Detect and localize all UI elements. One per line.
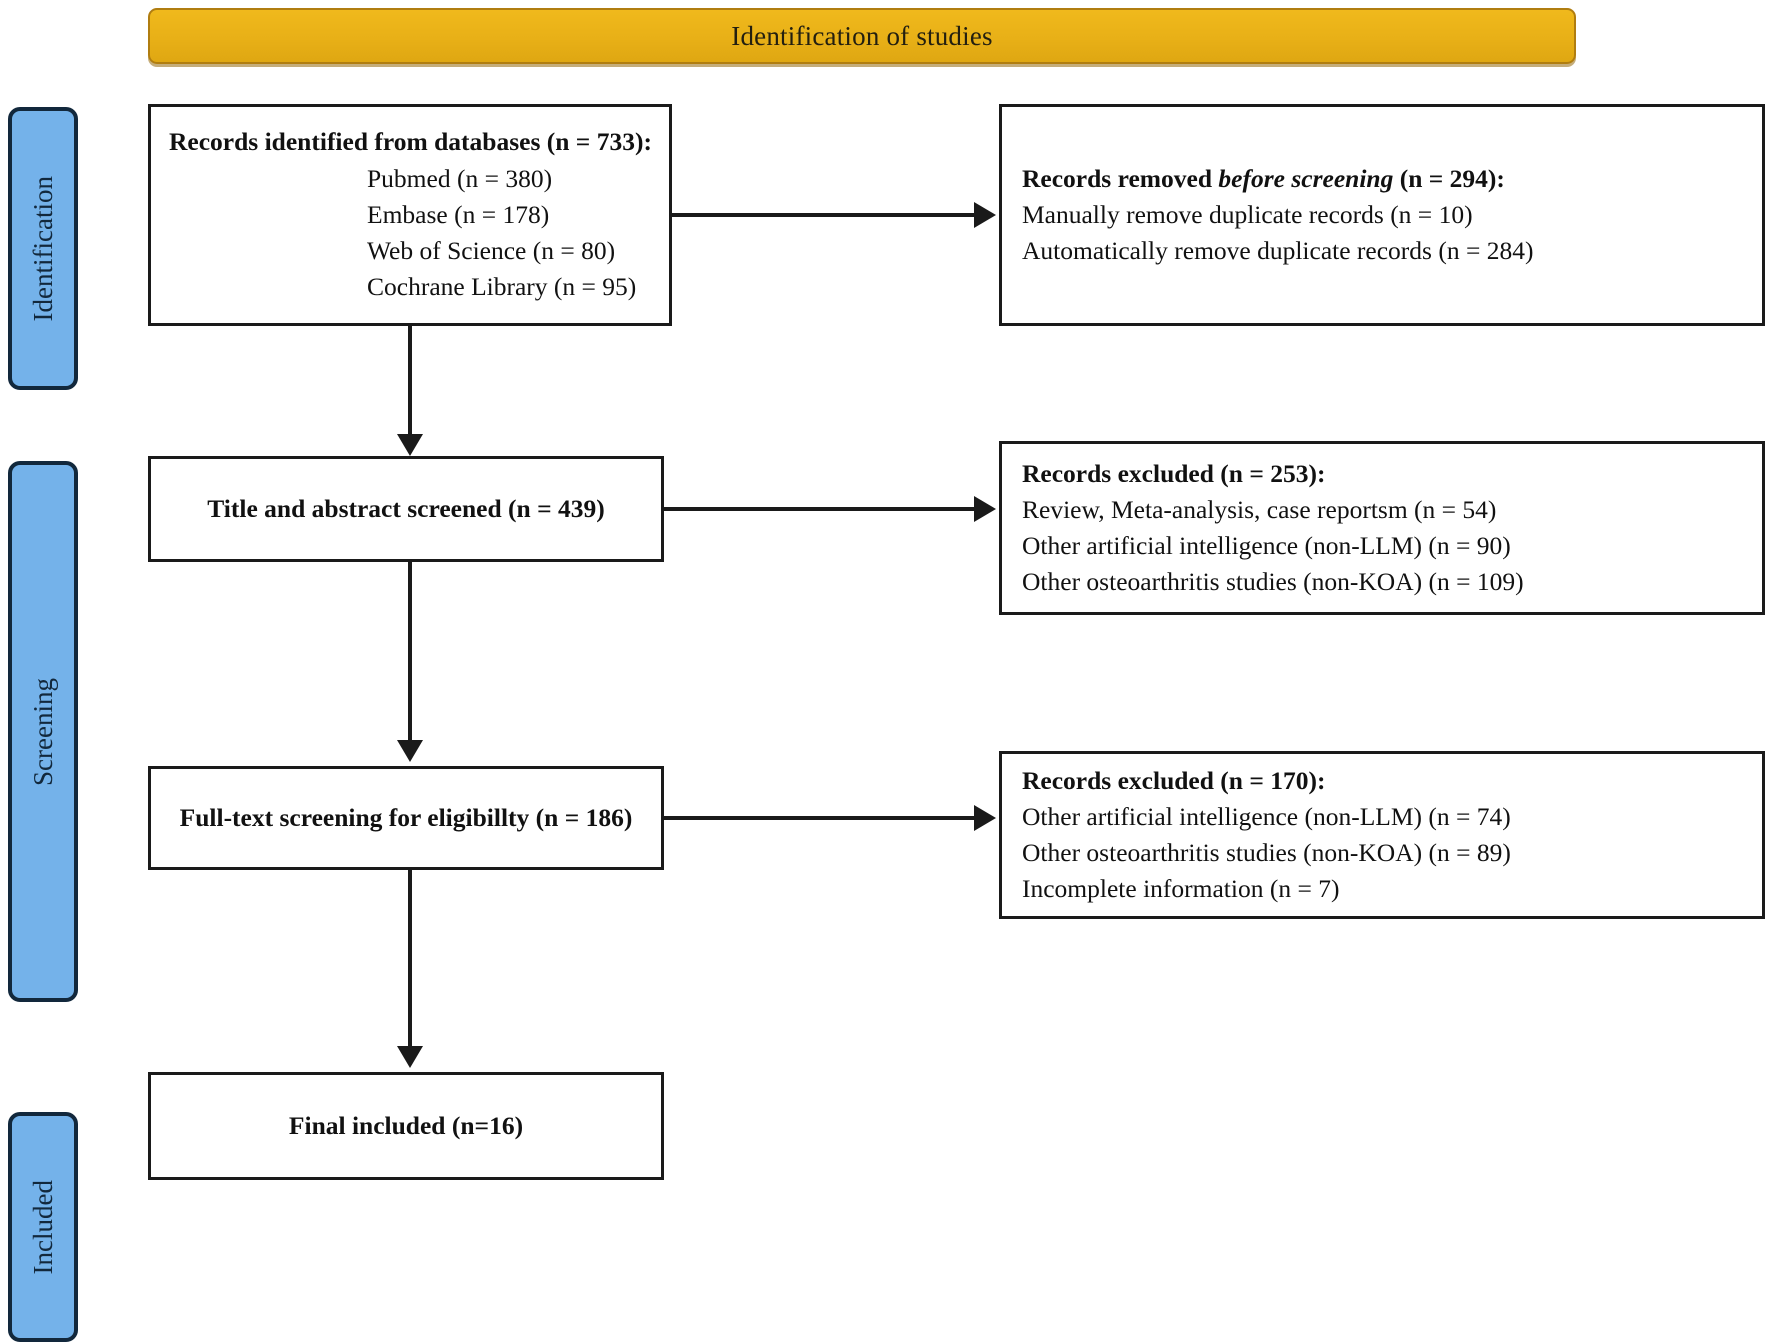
- box-records-excluded-fulltext: Records excluded (n = 170): Other artifi…: [999, 751, 1765, 919]
- box-records-identified-item-web-of-science: Web of Science (n = 80): [367, 236, 616, 266]
- box-records-identified-heading: Records identified from databases (n = 7…: [169, 127, 652, 157]
- box-records-removed-before-screening: Records removed before screening (n = 29…: [999, 104, 1765, 326]
- box-final-included-heading: Final included (n=16): [288, 1110, 524, 1140]
- arrowhead-right-to-excluded-fulltext: [974, 805, 996, 831]
- connector-identified-to-removed: [672, 213, 974, 217]
- stage-label-included: Included: [8, 1112, 78, 1342]
- stage-label-identification-text: Identification: [27, 175, 58, 322]
- box-records-excluded-screening-item-other-ai: Other artificial intelligence (non-LLM) …: [1022, 531, 1511, 560]
- box-records-excluded-screening-heading: Records excluded (n = 253):: [1022, 458, 1326, 488]
- stage-label-screening: Screening: [8, 461, 78, 1002]
- page-title: Identification of studies: [731, 20, 993, 51]
- arrowhead-right-to-excluded-screening: [974, 496, 996, 522]
- box-records-excluded-fulltext-item-incomplete: Incomplete information (n = 7): [1022, 874, 1340, 904]
- connector-title-abstract-to-excluded-screening: [664, 507, 974, 511]
- box-records-removed-heading: Records removed before screening (n = 29…: [1022, 161, 1762, 197]
- box-fulltext-screening-heading: Full-text screening for eligibillty (n =…: [179, 802, 633, 832]
- arrowhead-down-to-title-abstract: [397, 434, 423, 456]
- box-records-excluded-fulltext-item-other-oa: Other osteoarthritis studies (non-KOA) (…: [1022, 838, 1511, 867]
- box-title-abstract-screened: Title and abstract screened (n = 439): [148, 456, 664, 562]
- box-records-identified-item-embase: Embase (n = 178): [367, 199, 550, 229]
- box-records-removed-item-automatic: Automatically remove duplicate records (…: [1022, 236, 1534, 266]
- stage-label-screening-text: Screening: [27, 677, 58, 786]
- box-records-excluded-screening-item-other-oa: Other osteoarthritis studies (non-KOA) (…: [1022, 567, 1524, 597]
- title-banner: Identification of studies: [148, 8, 1576, 64]
- box-records-excluded-fulltext-heading: Records excluded (n = 170):: [1022, 765, 1326, 795]
- box-records-identified: Records identified from databases (n = 7…: [148, 104, 672, 326]
- box-records-excluded-screening: Records excluded (n = 253): Review, Meta…: [999, 441, 1765, 615]
- box-records-removed-heading-italic: before screening: [1218, 163, 1394, 193]
- connector-fulltext-to-final: [408, 870, 412, 1048]
- box-records-excluded-screening-item-review: Review, Meta-analysis, case reportsm (n …: [1022, 494, 1497, 524]
- arrowhead-right-to-removed: [974, 202, 996, 228]
- box-records-identified-item-cochrane: Cochrane Library (n = 95): [367, 272, 637, 302]
- box-records-removed-heading-suffix: (n = 294):: [1393, 163, 1505, 193]
- box-title-abstract-screened-heading: Title and abstract screened (n = 439): [207, 493, 605, 523]
- box-fulltext-screening: Full-text screening for eligibillty (n =…: [148, 766, 664, 870]
- box-records-removed-item-manual: Manually remove duplicate records (n = 1…: [1022, 199, 1473, 229]
- stage-label-included-text: Included: [27, 1179, 58, 1275]
- stage-label-identification: Identification: [8, 107, 78, 390]
- connector-fulltext-to-excluded-fulltext: [664, 816, 974, 820]
- box-final-included: Final included (n=16): [148, 1072, 664, 1180]
- box-records-excluded-fulltext-item-other-ai: Other artificial intelligence (non-LLM) …: [1022, 801, 1511, 831]
- arrowhead-down-to-fulltext: [397, 740, 423, 762]
- connector-title-abstract-to-fulltext: [408, 562, 412, 742]
- connector-identified-to-title-abstract: [408, 326, 412, 436]
- box-records-identified-item-pubmed: Pubmed (n = 380): [367, 163, 553, 193]
- arrowhead-down-to-final: [397, 1046, 423, 1068]
- box-records-removed-heading-prefix: Records removed: [1022, 163, 1219, 193]
